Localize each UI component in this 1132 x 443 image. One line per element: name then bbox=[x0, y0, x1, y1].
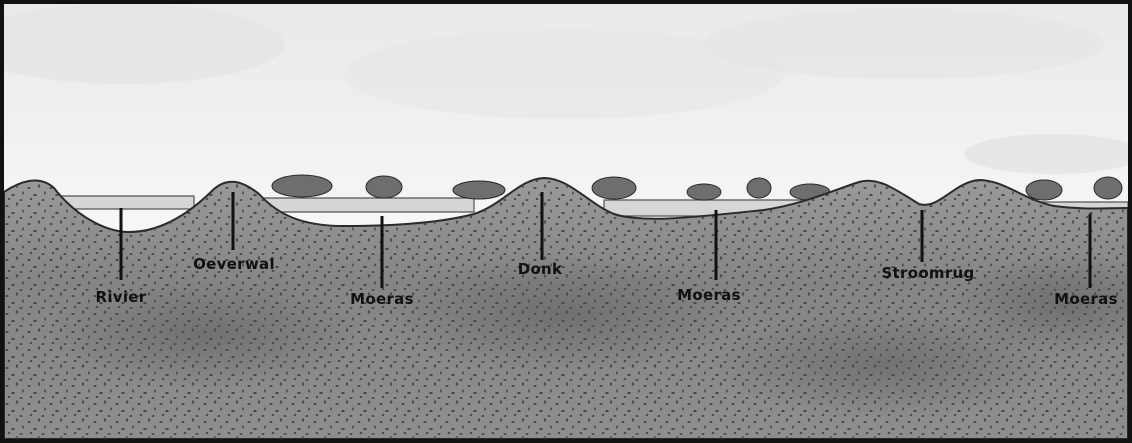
label-donk: Donk bbox=[518, 260, 563, 278]
label-oeverwal: Oeverwal bbox=[193, 255, 275, 273]
label-moeras-3: Moeras bbox=[1054, 290, 1118, 308]
label-moeras-1: Moeras bbox=[350, 290, 414, 308]
label-stroomrug: Stroomrug bbox=[881, 264, 974, 282]
label-moeras-2: Moeras bbox=[677, 286, 741, 304]
label-rivier: Rivier bbox=[96, 288, 147, 306]
landscape-cross-section: Rivier Oeverwal Moeras Donk Moeras Stroo… bbox=[4, 4, 1128, 439]
